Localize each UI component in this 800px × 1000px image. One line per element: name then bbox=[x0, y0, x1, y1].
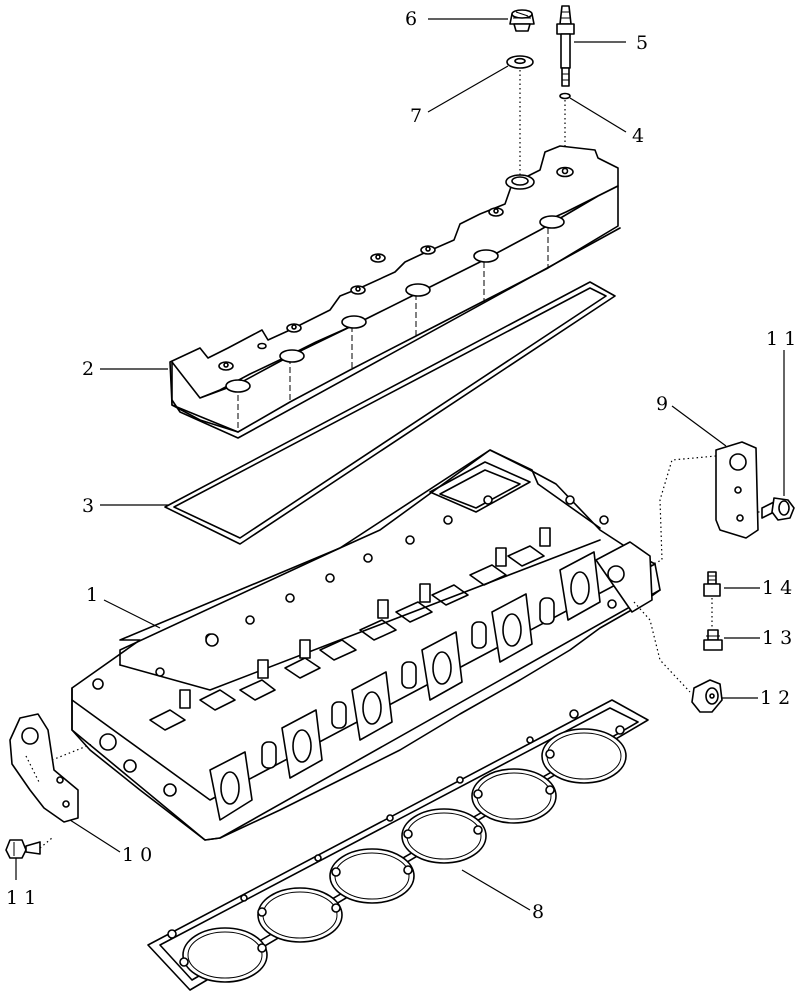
part-7-washer bbox=[506, 55, 534, 69]
callout-1: 1 bbox=[86, 584, 98, 606]
part-11-bolt-right bbox=[761, 497, 795, 521]
callout-11-bottom: 1 1 bbox=[6, 887, 36, 909]
part-14-fitting bbox=[703, 571, 721, 597]
leader-lines bbox=[15, 18, 785, 911]
callout-14: 1 4 bbox=[762, 577, 792, 599]
part-12-elbow bbox=[691, 679, 723, 713]
callout-11-top: 1 1 bbox=[766, 328, 796, 350]
callout-13: 1 3 bbox=[762, 627, 792, 649]
callout-7: 7 bbox=[410, 105, 422, 127]
callout-9: 9 bbox=[656, 393, 668, 415]
callout-6: 6 bbox=[405, 8, 417, 30]
callout-8: 8 bbox=[532, 901, 544, 923]
callout-3: 3 bbox=[82, 495, 94, 517]
part-11-bolt-left bbox=[5, 839, 41, 859]
part-9-bracket bbox=[715, 441, 759, 539]
part-1-cylinder-head bbox=[71, 449, 661, 841]
callout-5: 5 bbox=[636, 32, 648, 54]
callout-4: 4 bbox=[632, 125, 644, 147]
part-4-o-ring bbox=[559, 92, 571, 100]
callout-10: 1 0 bbox=[122, 844, 152, 866]
part-5-stud bbox=[556, 5, 575, 87]
part-2-valve-cover bbox=[169, 145, 621, 439]
part-3-gasket bbox=[164, 281, 616, 545]
part-13-fitting bbox=[703, 629, 723, 651]
part-10-bracket bbox=[9, 713, 79, 823]
callout-2: 2 bbox=[82, 358, 94, 380]
callout-12: 1 2 bbox=[760, 687, 790, 709]
part-6-plug bbox=[509, 9, 535, 32]
part-8-head-gasket bbox=[147, 699, 649, 991]
